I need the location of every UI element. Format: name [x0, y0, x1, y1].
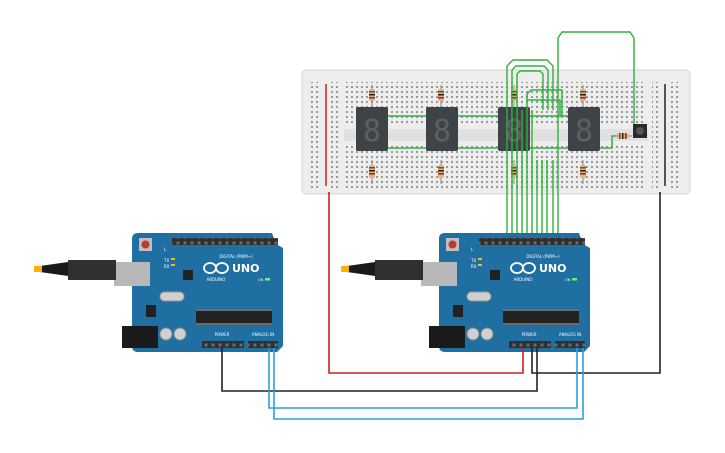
seven-segment-display-3[interactable]: 8 [498, 107, 530, 151]
usb-port [421, 262, 457, 286]
seven-segment-display-4[interactable]: 8 [568, 107, 600, 151]
atmega-chip [503, 309, 579, 325]
on-label: ON [258, 278, 264, 282]
model-label: UNO [539, 262, 567, 275]
resistor-bottom-1[interactable] [369, 160, 375, 184]
pushbutton[interactable] [633, 124, 647, 138]
tx-label: TX [163, 258, 169, 263]
arduino-uno-left[interactable]: DIGITAL (PWM~) TX RX L ARDUINO UNO ON [34, 233, 283, 352]
rx-label: RX [471, 264, 477, 269]
arduino-uno-right[interactable]: DIGITAL (PWM~) TX RX L ARDUINO UNO ON PO… [341, 233, 590, 352]
model-label: UNO [232, 262, 260, 275]
seven-segment-display-2[interactable]: 8 [426, 107, 458, 151]
brand-label: ARDUINO [514, 277, 533, 282]
red-wire-5v[interactable] [328, 192, 524, 374]
on-label: ON [565, 278, 571, 282]
resistor-bottom-2[interactable] [438, 160, 444, 184]
digital-label: DIGITAL (PWM~) [526, 254, 560, 259]
resistor-top-4[interactable] [580, 85, 586, 107]
l-label: L [164, 247, 167, 252]
arduino-logo: ARDUINO [203, 262, 229, 282]
display-digit: 8 [575, 114, 593, 149]
blue-wire-a5[interactable] [273, 348, 584, 420]
resistor-button[interactable] [612, 133, 632, 139]
breadboard-green-wires[interactable] [386, 99, 622, 149]
green-wire-bundle[interactable] [506, 31, 635, 242]
digital-label: DIGITAL (PWM~) [219, 254, 253, 259]
black-wire-gnd-arduinos[interactable] [221, 348, 538, 392]
tx-label: TX [470, 258, 476, 263]
brand-label: ARDUINO [207, 277, 226, 282]
atmega-chip [196, 309, 272, 325]
resistor-top-1[interactable] [369, 85, 375, 107]
display-digit: 8 [505, 114, 523, 149]
analog-label: ANALOG IN [559, 332, 581, 337]
blue-wire-a4[interactable] [268, 348, 578, 409]
power-jack[interactable] [122, 326, 158, 348]
display-digit: 8 [363, 114, 381, 149]
power-label: POWER [215, 332, 230, 337]
l-label: L [471, 247, 474, 252]
usb-cable[interactable] [375, 260, 423, 280]
power-label: POWER [522, 332, 537, 337]
resistor-top-2[interactable] [438, 85, 444, 107]
analog-label: ANALOG IN [252, 332, 274, 337]
resistor-bottom-4[interactable] [580, 160, 586, 184]
black-wire-gnd-breadboard[interactable] [531, 192, 661, 374]
power-jack[interactable] [429, 326, 465, 348]
display-digit: 8 [433, 114, 451, 149]
usb-cable[interactable] [68, 260, 116, 280]
usb-port [114, 262, 150, 286]
arduino-logo: ARDUINO [510, 262, 536, 282]
rx-label: RX [164, 264, 170, 269]
seven-segment-display-1[interactable]: 8 [356, 107, 388, 151]
